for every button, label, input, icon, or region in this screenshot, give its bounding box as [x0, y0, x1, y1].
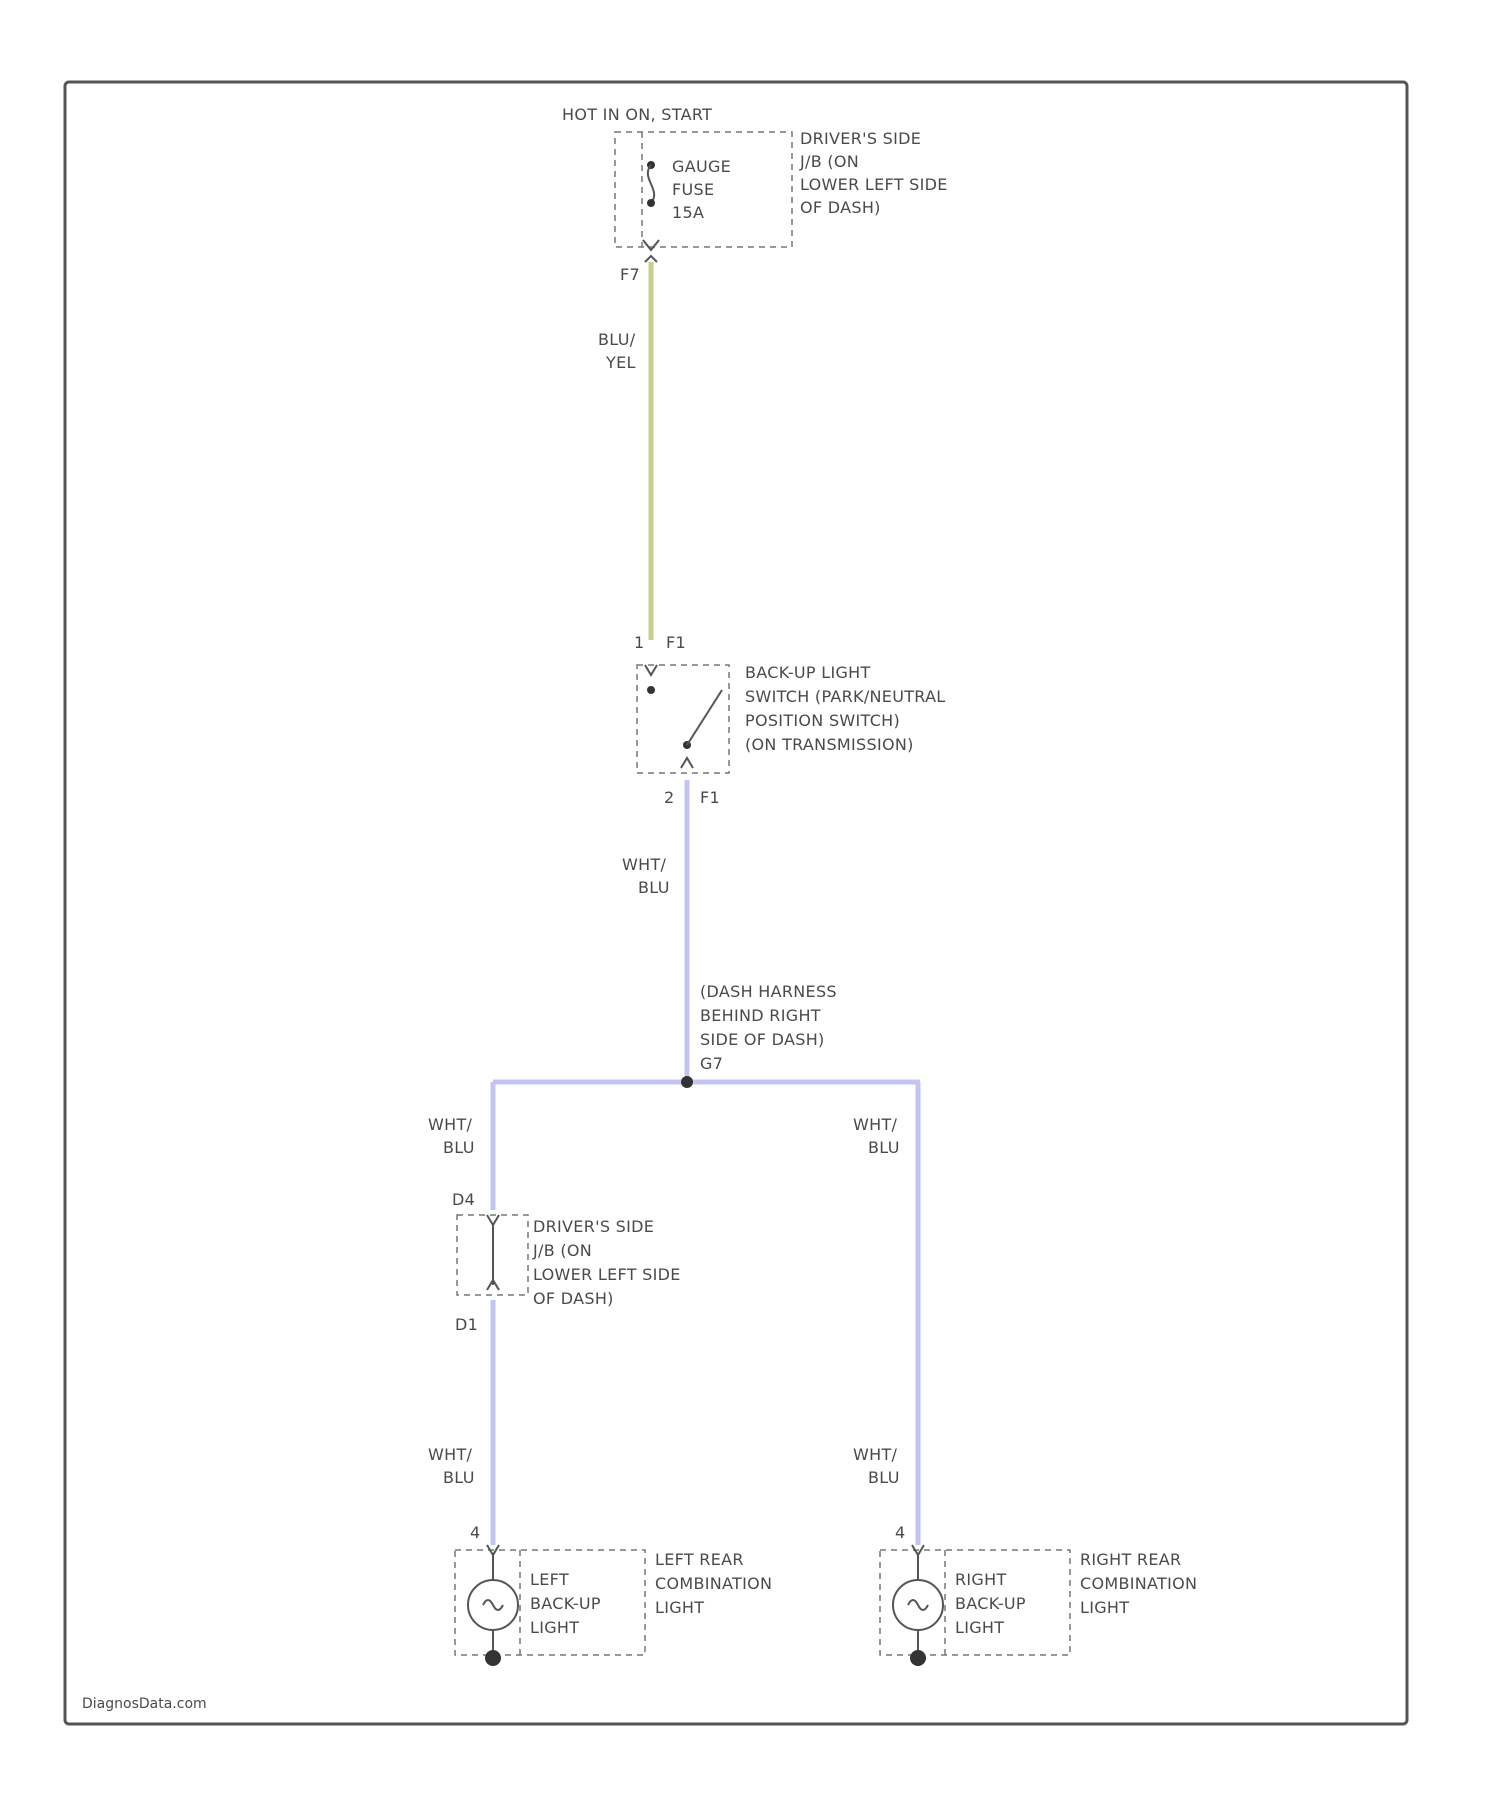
switch-outline: [637, 665, 729, 773]
wire-right-lower-label-1: WHT/: [853, 1445, 898, 1464]
fuse-element: [648, 165, 654, 203]
switch-terminal-top: [645, 665, 657, 675]
left-bulb-label-line-2: BACK-UP: [530, 1594, 601, 1613]
fuse-name-line-1: GAUGE: [672, 157, 731, 176]
left-connector-bottom-label: D1: [455, 1315, 478, 1334]
wire-blu-yel-label-2: YEL: [605, 353, 636, 372]
right-bulb-label-line-3: LIGHT: [955, 1618, 1004, 1637]
left-jb-location-line-2: J/B (ON: [532, 1241, 592, 1260]
fuse-location-line-3: LOWER LEFT SIDE: [800, 175, 948, 194]
switch-contact-top: [647, 686, 655, 694]
splice-location-line-2: BEHIND RIGHT: [700, 1006, 821, 1025]
right-bulb-filament: [908, 1600, 928, 1610]
fuse-pin-label: F7: [620, 265, 640, 284]
watermark: DiagnosData.com: [82, 1696, 207, 1712]
fuse-location-line-2: J/B (ON: [799, 152, 859, 171]
fuse-name-line-2: FUSE: [672, 180, 714, 199]
switch-pin-bottom-number: 2: [664, 788, 674, 807]
left-assembly-label-line-2: COMBINATION: [655, 1574, 772, 1593]
wire-left-upper-label-1: WHT/: [428, 1115, 473, 1134]
right-assembly-label-line-2: COMBINATION: [1080, 1574, 1197, 1593]
switch-blade: [687, 690, 722, 745]
wire-main-label-1: WHT/: [622, 855, 667, 874]
left-connector-top-label: D4: [452, 1190, 475, 1209]
splice-location-line-3: SIDE OF DASH): [700, 1030, 825, 1049]
switch-pin-top-connector: F1: [666, 633, 686, 652]
left-assembly-label-line-3: LIGHT: [655, 1598, 704, 1617]
wire-blu-yel-label-1: BLU/: [598, 330, 636, 349]
left-light-pin-label: 4: [470, 1523, 480, 1542]
left-jb-location-line-4: OF DASH): [533, 1289, 614, 1308]
left-jb-terminal-top: [487, 1215, 499, 1225]
switch-pin-bottom-connector: F1: [700, 788, 720, 807]
right-assembly-label-line-1: RIGHT REAR: [1080, 1550, 1181, 1569]
fuse-connector-terminal-inner: [645, 256, 657, 262]
left-bulb-filament: [483, 1600, 503, 1610]
wire-right-upper-label-1: WHT/: [853, 1115, 898, 1134]
switch-name-line-4: (ON TRANSMISSION): [745, 735, 914, 754]
wire-right-upper-label-2: BLU: [868, 1138, 900, 1157]
wire-main-label-2: BLU: [638, 878, 670, 897]
left-bulb-label-line-3: LIGHT: [530, 1618, 579, 1637]
switch-name-line-1: BACK-UP LIGHT: [745, 663, 871, 682]
switch-name-line-2: SWITCH (PARK/NEUTRAL: [745, 687, 946, 706]
left-bulb-label-line-1: LEFT: [530, 1570, 569, 1589]
left-ground-point: [485, 1650, 501, 1666]
switch-pin-top-number: 1: [634, 633, 644, 652]
splice-id: G7: [700, 1054, 723, 1073]
splice-location-line-1: (DASH HARNESS: [700, 982, 837, 1001]
right-bulb-label-line-2: BACK-UP: [955, 1594, 1026, 1613]
left-jb-location-line-3: LOWER LEFT SIDE: [533, 1265, 681, 1284]
fuse-name-line-3: 15A: [672, 203, 704, 222]
fuse-connector-terminal: [643, 240, 659, 250]
fuse-terminal-bottom: [647, 199, 655, 207]
right-bulb-label-line-1: RIGHT: [955, 1570, 1007, 1589]
fuse-header: HOT IN ON, START: [562, 105, 712, 124]
wire-left-lower-label-1: WHT/: [428, 1445, 473, 1464]
diagram-frame: [65, 82, 1407, 1724]
wire-right-lower-label-2: BLU: [868, 1468, 900, 1487]
wire-left-upper-label-2: BLU: [443, 1138, 475, 1157]
fuse-location-line-4: OF DASH): [800, 198, 881, 217]
wire-left-lower-label-2: BLU: [443, 1468, 475, 1487]
splice-point: [681, 1076, 693, 1088]
switch-name-line-3: POSITION SWITCH): [745, 711, 900, 730]
right-light-pin-label: 4: [895, 1523, 905, 1542]
right-assembly-label-line-3: LIGHT: [1080, 1598, 1129, 1617]
right-ground-point: [910, 1650, 926, 1666]
left-jb-location-line-1: DRIVER'S SIDE: [533, 1217, 654, 1236]
fuse-location-line-1: DRIVER'S SIDE: [800, 129, 921, 148]
left-assembly-label-line-1: LEFT REAR: [655, 1550, 744, 1569]
switch-terminal-bottom: [681, 758, 693, 768]
